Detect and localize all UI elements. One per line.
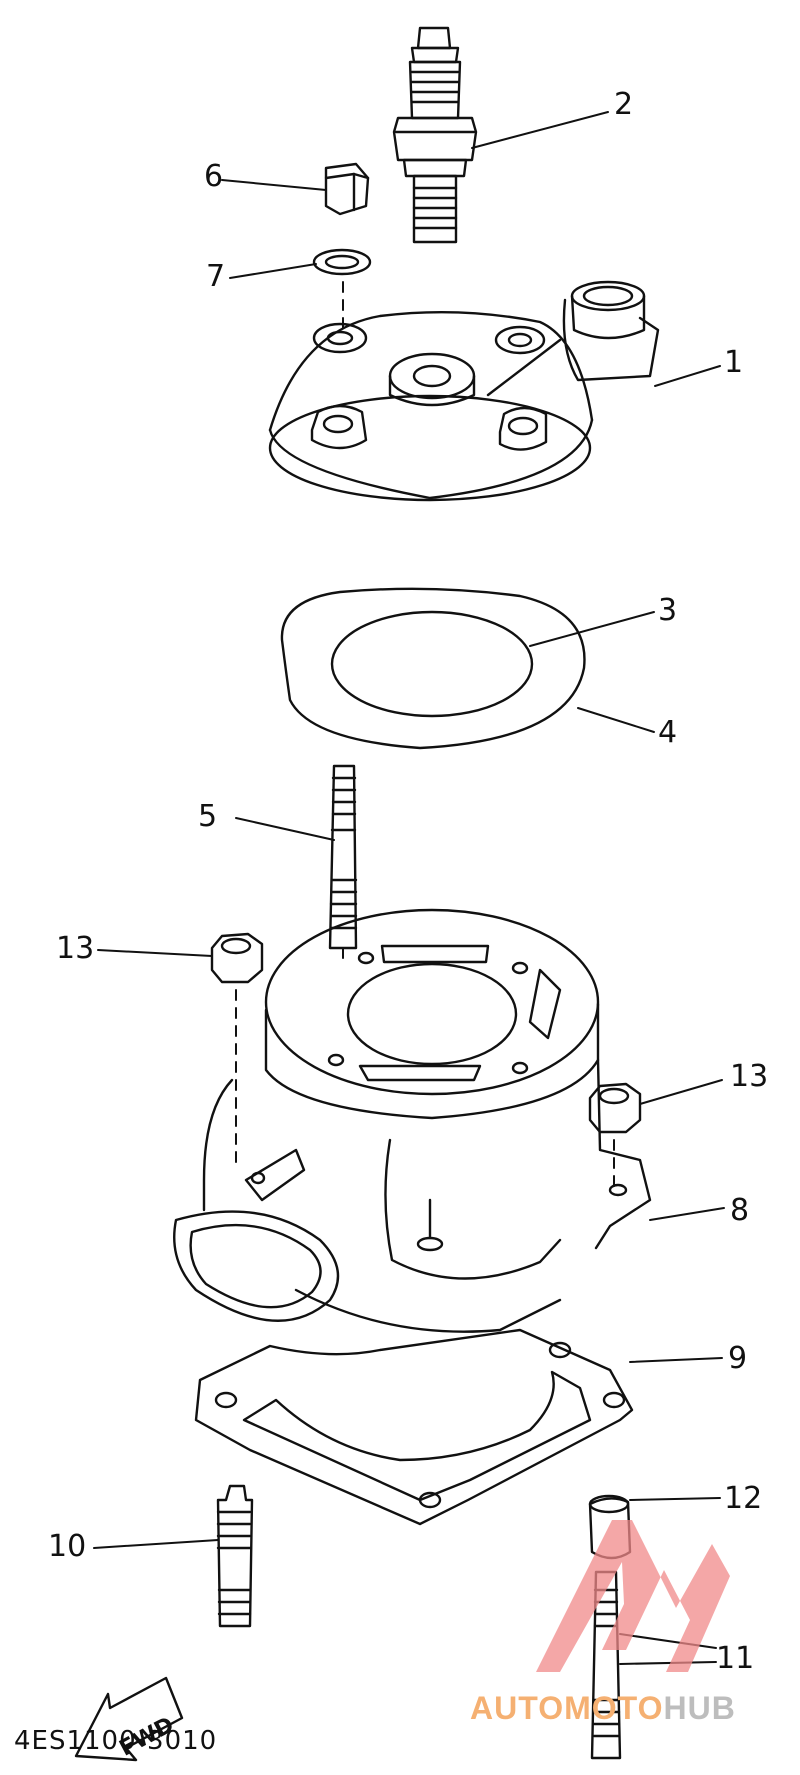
part-base-gasket: [196, 1330, 632, 1524]
callout-3: 3: [658, 593, 678, 628]
part-gasket-3: [332, 612, 532, 716]
callout-13-left: 13: [56, 931, 95, 966]
callout-1: 1: [724, 345, 744, 380]
part-code: 4ES1100-3010: [14, 1726, 218, 1756]
part-stud-10: [218, 1486, 252, 1626]
callout-6: 6: [204, 159, 224, 194]
part-gasket-4: [282, 589, 585, 748]
callout-9: 9: [728, 1341, 748, 1376]
alignment-lines: [236, 282, 614, 1186]
callout-11: 11: [716, 1641, 755, 1676]
callout-8: 8: [730, 1193, 750, 1228]
part-washer-7: [314, 250, 370, 274]
watermark-text-a: AUTOMOTO: [470, 1690, 664, 1726]
part-stud-11: [592, 1572, 620, 1758]
watermark-text: AUTOMOTOHUB: [470, 1690, 736, 1727]
callout-2: 2: [614, 87, 634, 122]
part-cylinder: [174, 910, 650, 1332]
part-cylinder-head: [270, 282, 658, 500]
watermark-text-b: HUB: [663, 1690, 736, 1726]
callout-5: 5: [198, 799, 218, 834]
callout-12: 12: [724, 1481, 763, 1516]
callout-13-right: 13: [730, 1059, 769, 1094]
callout-10: 10: [48, 1529, 87, 1564]
leader-lines: [94, 112, 724, 1664]
part-stud-5: [330, 766, 356, 948]
callout-4: 4: [658, 715, 678, 750]
callout-7: 7: [206, 259, 226, 294]
part-spark-plug: [394, 28, 476, 242]
watermark-logo-icon: [536, 1520, 730, 1672]
part-nut-13-left: [212, 934, 262, 982]
part-nut-6: [326, 164, 368, 214]
